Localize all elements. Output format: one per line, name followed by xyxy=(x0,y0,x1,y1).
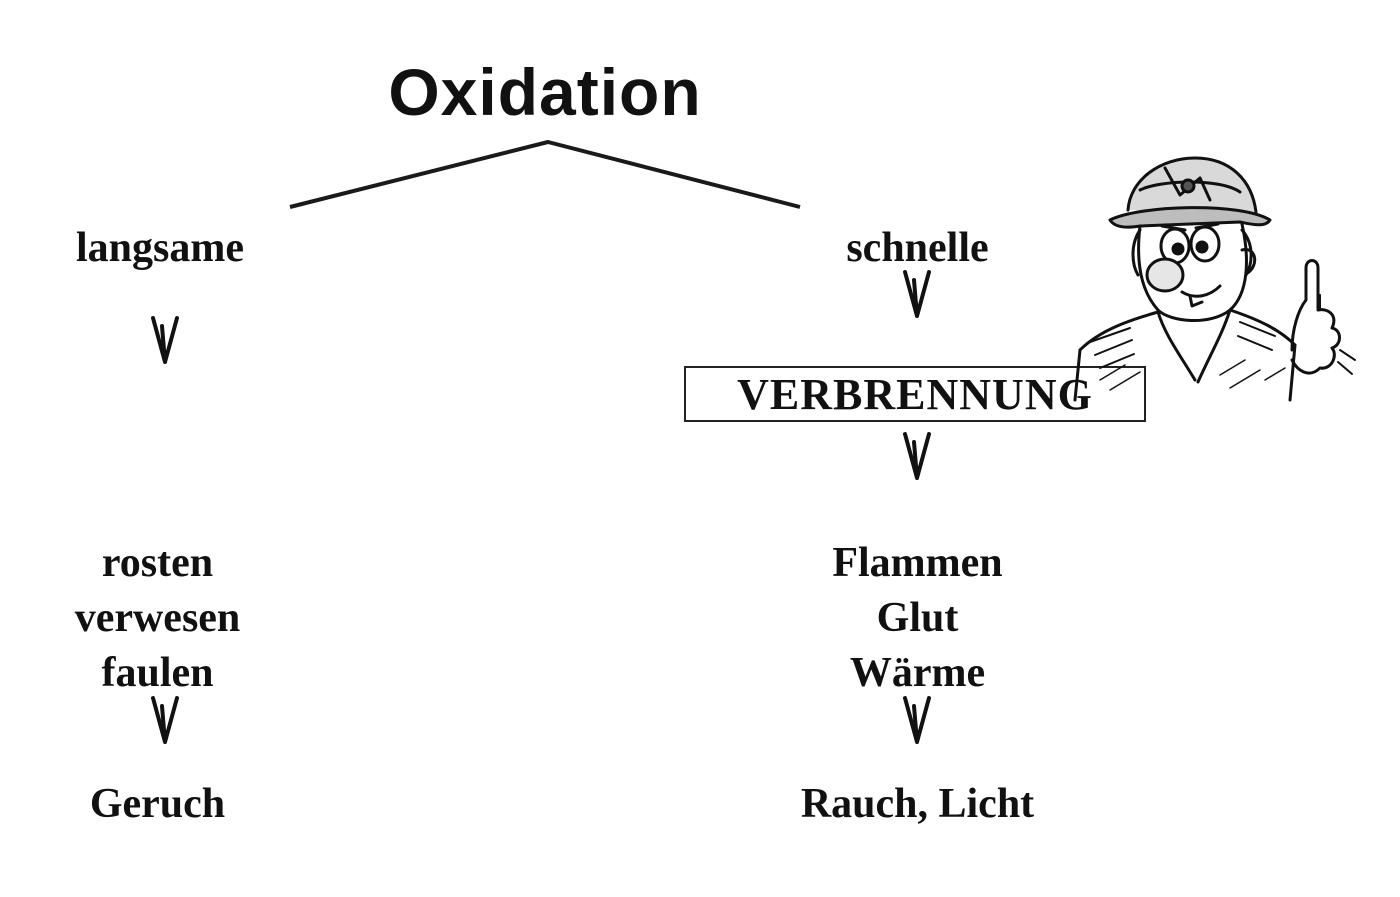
down-arrow-icon xyxy=(151,696,179,744)
firefighter-cartoon-icon xyxy=(1073,156,1356,402)
list-item: Wärme xyxy=(849,650,986,696)
list-item: Flammen xyxy=(832,540,1003,586)
branch-label-slow: langsame xyxy=(76,225,244,271)
down-arrow-icon xyxy=(903,696,931,744)
slow-result: Geruch xyxy=(89,781,226,827)
fast-result: Rauch, Licht xyxy=(800,781,1035,827)
slow-examples-list: rosten verwesen faulen xyxy=(30,536,285,701)
down-arrow-icon xyxy=(151,316,179,364)
branch-connector xyxy=(289,140,801,209)
diagram-title: Oxidation xyxy=(388,55,702,129)
process-box-combustion: VERBRENNUNG xyxy=(684,366,1146,422)
list-item: verwesen xyxy=(74,595,241,641)
branch-label-fast: schnelle xyxy=(846,225,989,271)
list-item: rosten xyxy=(101,540,214,586)
down-arrow-icon xyxy=(903,432,931,480)
down-arrow-icon xyxy=(903,270,931,318)
fast-examples-list: Flammen Glut Wärme xyxy=(780,536,1055,701)
list-item: Glut xyxy=(876,595,959,641)
list-item: faulen xyxy=(101,650,214,696)
